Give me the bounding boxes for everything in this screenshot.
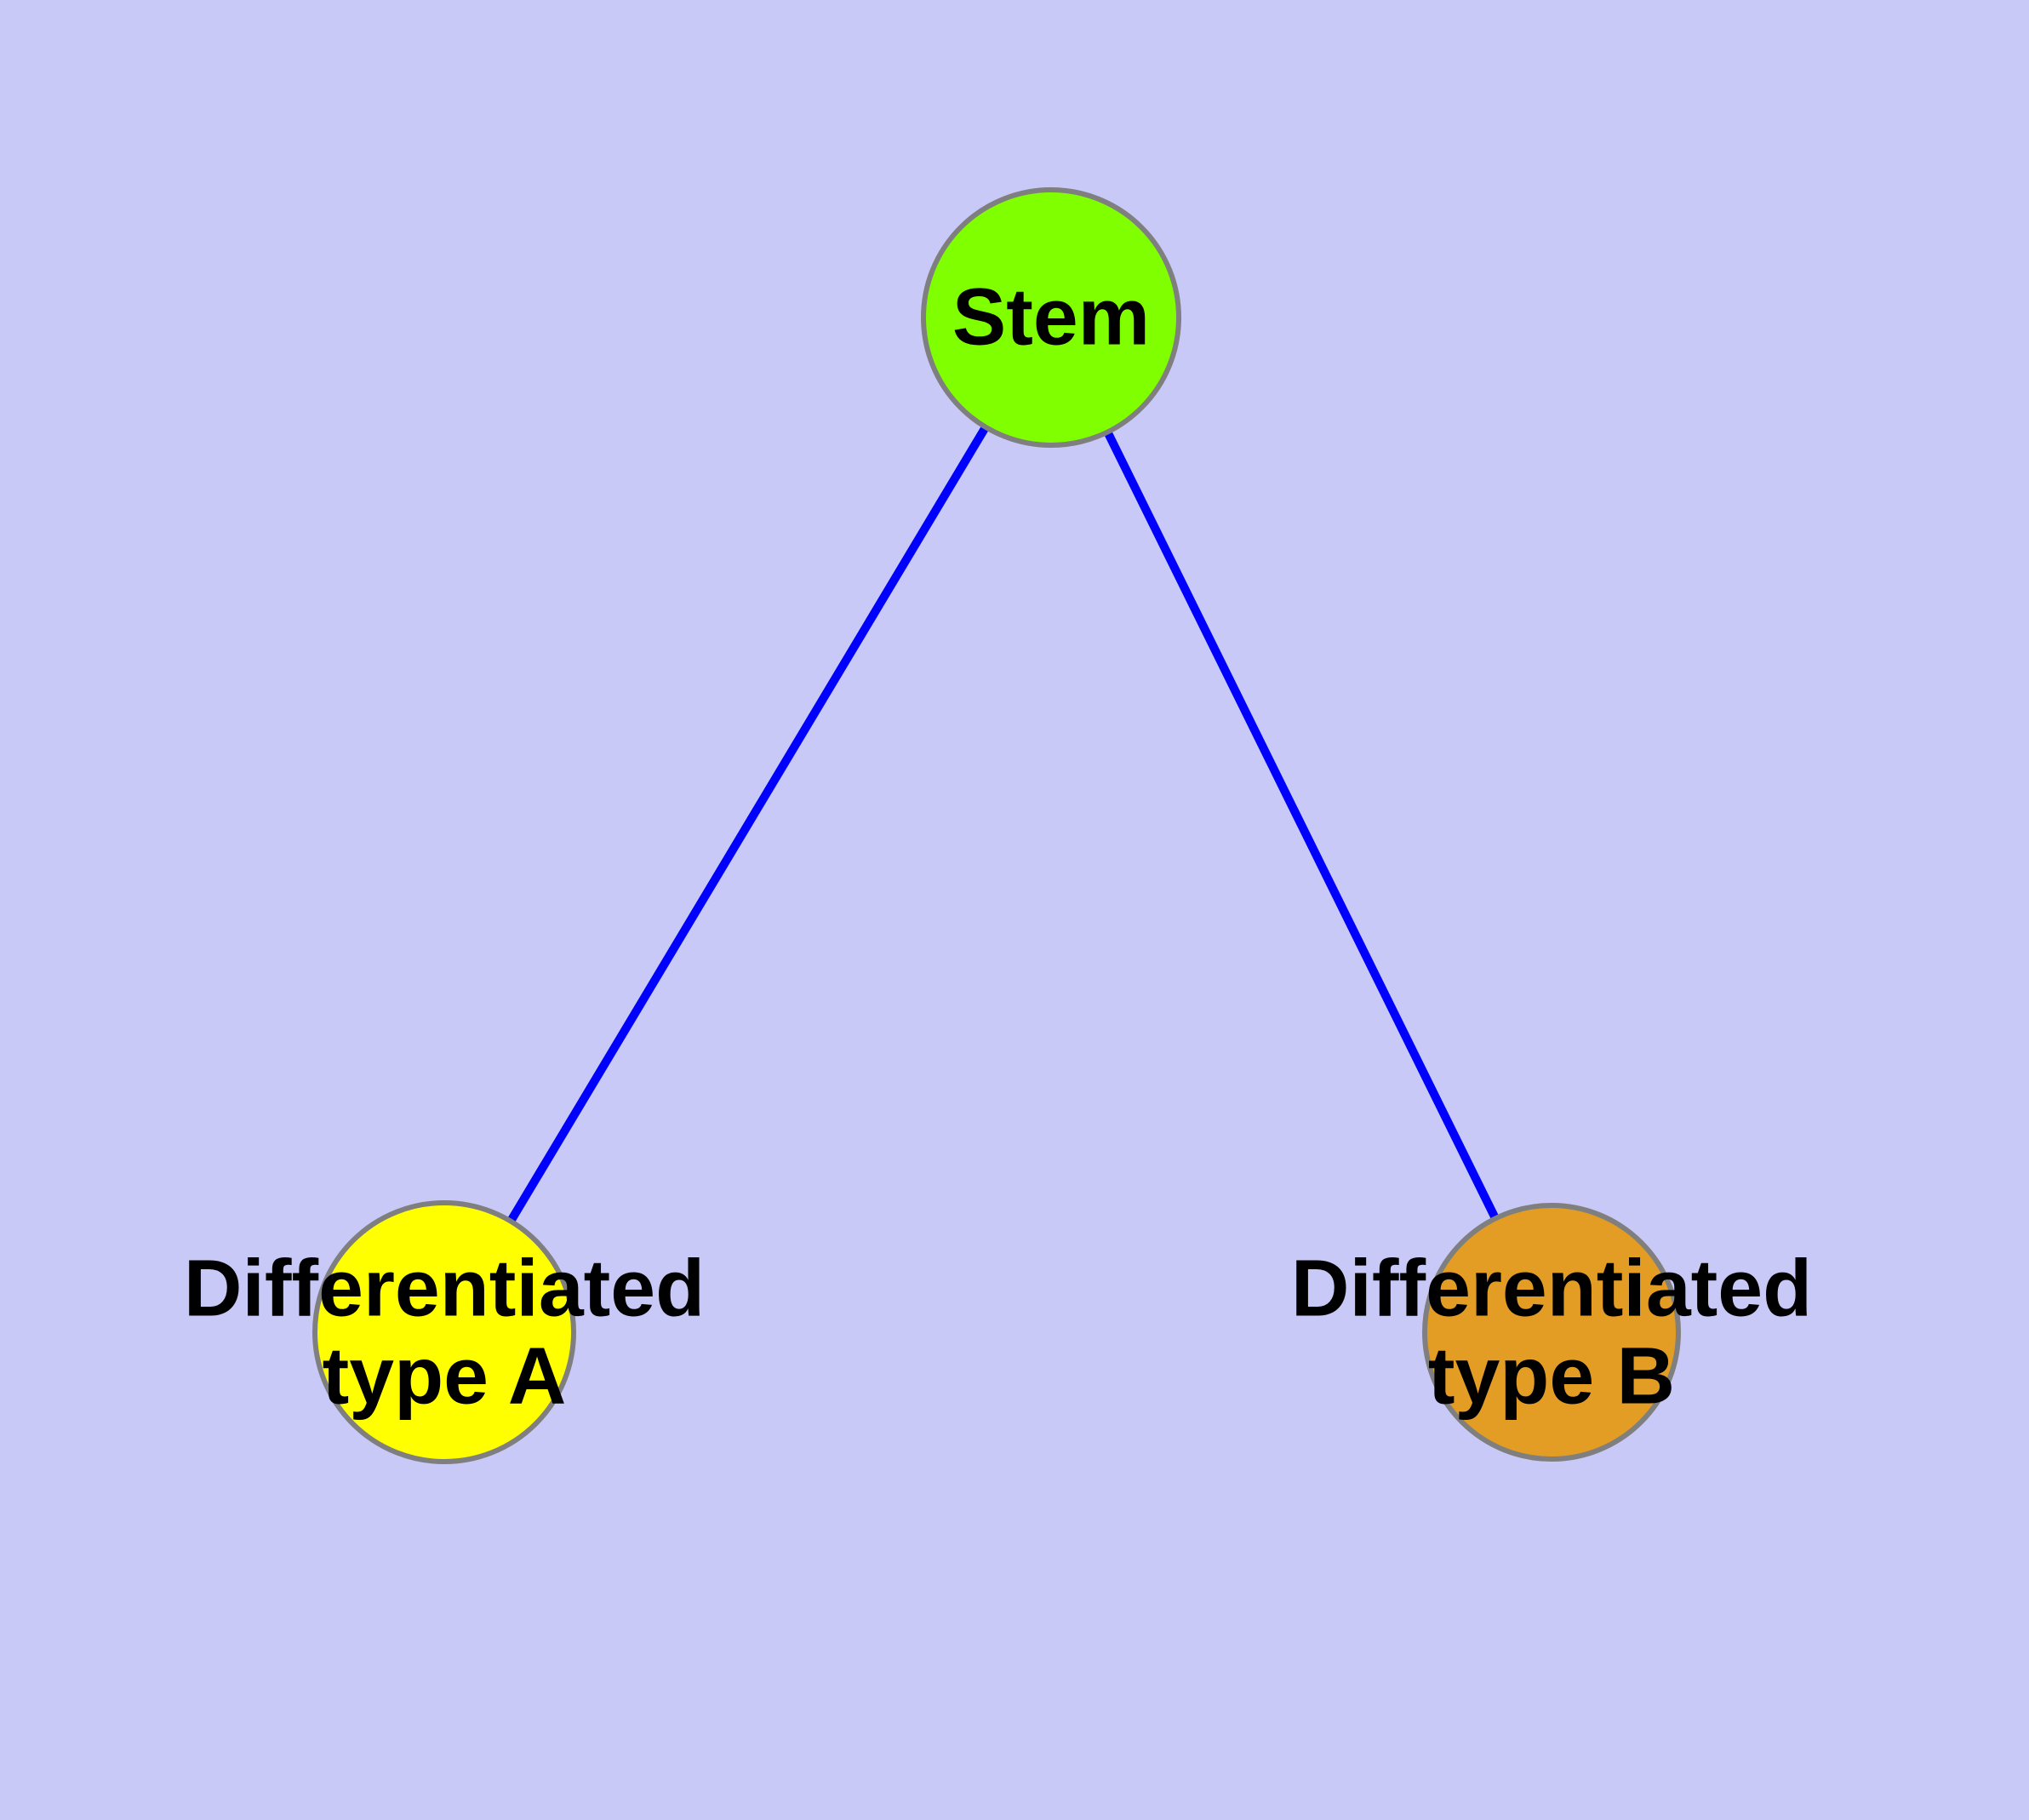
- node-differentiated-type-a[interactable]: [312, 1200, 576, 1464]
- node-stem[interactable]: [921, 187, 1181, 448]
- edge-stem-to-differentiated-type-a[interactable]: [440, 315, 1055, 1335]
- edge-layer: [440, 315, 1556, 1335]
- node-layer: [312, 187, 1681, 1464]
- edge-stem-to-differentiated-type-b[interactable]: [1047, 315, 1556, 1335]
- node-differentiated-type-b[interactable]: [1422, 1203, 1681, 1462]
